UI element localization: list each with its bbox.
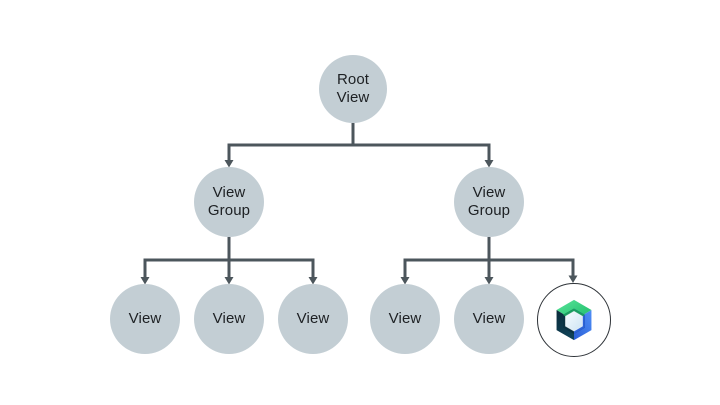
view-group-right-label-line1: View: [472, 184, 506, 201]
view-node-1: View: [110, 284, 180, 354]
view-node-2-label: View: [212, 310, 246, 327]
view-group-node-left: View Group: [194, 167, 264, 237]
view-node-4: View: [370, 284, 440, 354]
jetpack-compose-icon: [556, 299, 592, 341]
view-node-2: View: [194, 284, 264, 354]
compose-node: [537, 283, 611, 357]
root-view-node: Root View: [319, 55, 387, 123]
view-node-5-label: View: [472, 310, 506, 327]
view-node-5: View: [454, 284, 524, 354]
view-node-3-label: View: [296, 310, 330, 327]
view-node-4-label: View: [388, 310, 422, 327]
view-group-left-label-line2: Group: [207, 202, 251, 219]
view-node-1-label: View: [128, 310, 162, 327]
view-group-node-right: View Group: [454, 167, 524, 237]
view-node-3: View: [278, 284, 348, 354]
root-view-label-line1: Root: [336, 71, 370, 88]
view-group-left-label-line1: View: [212, 184, 246, 201]
root-view-label-line2: View: [336, 89, 370, 106]
view-group-right-label-line2: Group: [467, 202, 511, 219]
